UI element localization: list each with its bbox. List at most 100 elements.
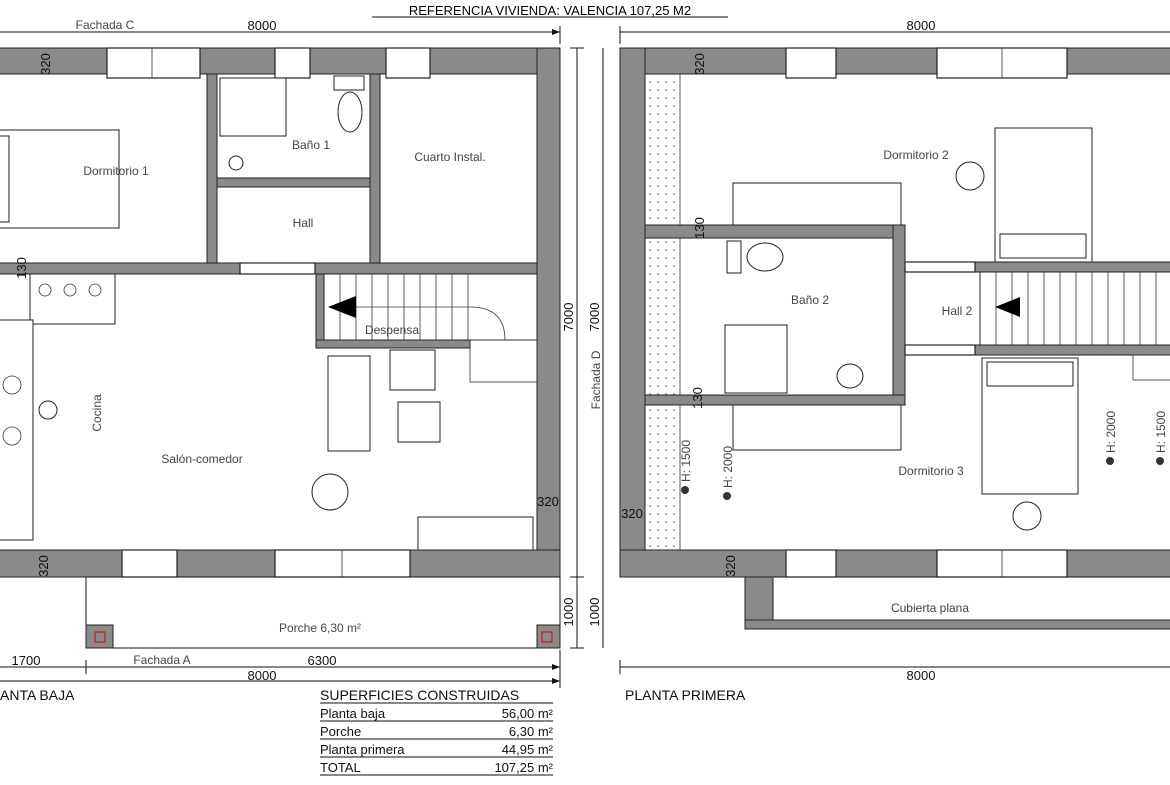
wardrobe bbox=[732, 404, 902, 451]
dimension-label: 130 bbox=[690, 387, 705, 409]
room-label: Hall 2 bbox=[942, 304, 973, 318]
facade-label: Fachada A bbox=[133, 653, 190, 667]
wall-inner bbox=[216, 177, 371, 188]
person-figure bbox=[955, 161, 985, 191]
sofa bbox=[327, 355, 371, 452]
table-row-value: 107,25 m² bbox=[494, 760, 553, 775]
height-marker: H: 2000 bbox=[1104, 411, 1118, 465]
room-label: Hall bbox=[293, 216, 314, 230]
wall-inner bbox=[644, 394, 906, 406]
room-label: Dormitorio 1 bbox=[83, 164, 149, 178]
insulation-strip bbox=[644, 73, 681, 551]
pillar-marker bbox=[94, 631, 106, 643]
pillar bbox=[85, 624, 114, 649]
room-label: Dormitorio 2 bbox=[883, 148, 949, 162]
plan-label: ANTA BAJA bbox=[0, 687, 75, 703]
svg-text:H: 1500: H: 1500 bbox=[679, 440, 693, 482]
dimension-label: 320 bbox=[723, 555, 738, 577]
dimension-label: 8000 bbox=[907, 18, 936, 33]
window bbox=[274, 47, 311, 79]
pillar-marker bbox=[541, 631, 553, 643]
ground-floor-plan: Dormitorio 1 Baño 1 Cuarto Instal. Hall … bbox=[0, 18, 604, 703]
door-opening bbox=[239, 262, 316, 275]
kitchen-counter bbox=[29, 273, 116, 325]
dimension-label: 1000 bbox=[561, 598, 576, 627]
height-marker: H: 1500 bbox=[1154, 411, 1168, 465]
dimension-label: 320 bbox=[36, 555, 51, 577]
person-figure bbox=[1012, 501, 1042, 531]
window bbox=[274, 549, 411, 578]
svg-text:H: 1500: H: 1500 bbox=[1154, 411, 1168, 453]
dimension-label: 130 bbox=[14, 257, 29, 279]
shower bbox=[219, 77, 287, 137]
room-label: Cubierta plana bbox=[891, 601, 969, 615]
room-label: Salón-comedor bbox=[161, 452, 242, 466]
table-row-label: Planta primera bbox=[320, 742, 405, 757]
window bbox=[385, 47, 431, 79]
room-label: Baño 1 bbox=[292, 138, 330, 152]
dimension-label: 8000 bbox=[907, 668, 936, 683]
pillar bbox=[536, 624, 561, 649]
dimension-label: 7000 bbox=[587, 303, 602, 332]
wall-inner bbox=[974, 261, 1170, 273]
plan-label: PLANTA PRIMERA bbox=[625, 687, 746, 703]
room-label: Despensa bbox=[365, 323, 419, 337]
wall-inner bbox=[315, 339, 471, 349]
window bbox=[785, 47, 837, 79]
table-row-value: 44,95 m² bbox=[502, 742, 554, 757]
dimension-label: 6300 bbox=[308, 653, 337, 668]
bed bbox=[0, 129, 120, 229]
sink bbox=[228, 155, 244, 171]
table-title: SUPERFICIES CONSTRUIDAS bbox=[320, 687, 519, 703]
svg-text:H: 2000: H: 2000 bbox=[721, 446, 735, 488]
height-marker: H: 2000 bbox=[721, 446, 735, 500]
staircase bbox=[979, 271, 1170, 381]
dimension-label: 1000 bbox=[587, 598, 602, 627]
porch bbox=[85, 576, 561, 649]
height-marker: H: 1500 bbox=[679, 440, 693, 494]
shower bbox=[724, 324, 788, 394]
chair bbox=[38, 400, 58, 420]
dimension-label: 130 bbox=[692, 217, 707, 239]
dimension-label: 7000 bbox=[561, 303, 576, 332]
dimension-label: 320 bbox=[38, 53, 53, 75]
table-row-value: 6,30 m² bbox=[509, 724, 554, 739]
room-label: Cocina bbox=[90, 394, 104, 432]
sink bbox=[836, 363, 864, 389]
window bbox=[121, 549, 178, 578]
surfaces-table: SUPERFICIES CONSTRUIDAS Planta baja 56,0… bbox=[320, 687, 554, 776]
wall-top bbox=[619, 47, 1170, 75]
staircase bbox=[323, 273, 538, 383]
svg-text:H: 2000: H: 2000 bbox=[1104, 411, 1118, 453]
dimension-label: 1700 bbox=[12, 653, 41, 668]
wall-inner bbox=[974, 344, 1170, 356]
dimension-label: 8000 bbox=[248, 668, 277, 683]
drawing-title: REFERENCIA VIVIENDA: VALENCIA 107,25 M2 bbox=[409, 3, 691, 18]
armchair bbox=[389, 349, 436, 391]
facade-label: Fachada D bbox=[589, 350, 603, 409]
tv-unit bbox=[417, 516, 534, 551]
dimension-label: 320 bbox=[692, 53, 707, 75]
wardrobe bbox=[732, 182, 902, 226]
wall-inner bbox=[206, 73, 218, 265]
first-floor-plan: Dormitorio 2 Baño 2 Hall 2 Dormitorio 3 … bbox=[619, 18, 1170, 703]
room-label: Baño 2 bbox=[791, 293, 829, 307]
table-row-label: TOTAL bbox=[320, 760, 361, 775]
window bbox=[106, 47, 201, 79]
room-label: Porche 6,30 m² bbox=[279, 621, 361, 635]
dimension-label: 320 bbox=[621, 506, 643, 521]
toilet bbox=[337, 91, 363, 133]
dining-set bbox=[311, 473, 349, 511]
wall-inner bbox=[315, 273, 325, 345]
dimension-label: 320 bbox=[537, 494, 559, 509]
dimension-label: 8000 bbox=[248, 18, 277, 33]
wall-inner bbox=[644, 224, 906, 239]
toilet bbox=[746, 242, 784, 272]
wall-inner bbox=[892, 224, 906, 406]
door-opening bbox=[904, 344, 976, 356]
facade-label: Fachada C bbox=[76, 18, 135, 32]
wall-bottom bbox=[619, 549, 1170, 578]
room-label: Dormitorio 3 bbox=[898, 464, 964, 478]
door-opening bbox=[904, 261, 976, 273]
